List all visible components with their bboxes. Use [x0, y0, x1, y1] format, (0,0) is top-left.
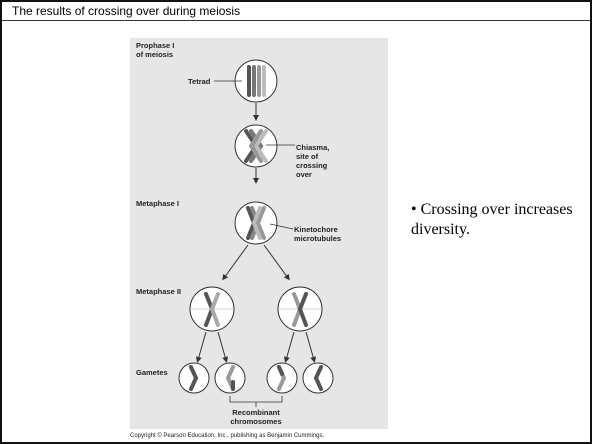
label-chiasma-4: over	[296, 170, 312, 179]
label-chiasma-3: crossing	[296, 161, 328, 170]
metaphase1-chromosomes	[246, 206, 266, 240]
bullet-text: Crossing over increases diversity.	[411, 201, 573, 238]
bullet-point: • Crossing over increases diversity.	[411, 200, 581, 240]
meiosis-diagram: Prophase I of meiosis Tetrad	[136, 41, 341, 426]
label-prophase-1: Prophase I	[136, 41, 174, 50]
arrow-metaphase1-to-left	[222, 244, 249, 281]
label-chiasma-1: Chiasma,	[296, 143, 329, 152]
label-tetrad: Tetrad	[188, 77, 211, 86]
arrow-to-gamete-1	[195, 331, 207, 363]
chiasma-chromosomes	[244, 129, 268, 163]
gamete-2	[214, 362, 246, 394]
bullet-marker: •	[411, 201, 417, 218]
label-kinetochore-1: Kinetochore	[294, 225, 338, 234]
arrow-to-gamete-4	[305, 331, 317, 363]
label-gametes: Gametes	[136, 368, 168, 377]
copyright-notice: Copyright © Pearson Education, Inc., pub…	[130, 433, 325, 439]
metaphase2-left-chromosome	[204, 292, 220, 327]
label-recombinant-2: chromosomes	[230, 417, 281, 426]
label-chiasma-2: site of	[296, 152, 319, 161]
meiosis-figure: Prophase I of meiosis Tetrad	[130, 38, 388, 429]
label-metaphase-2: Metaphase II	[136, 287, 181, 296]
recombinant-bracket	[229, 396, 283, 403]
gamete-1	[178, 362, 210, 394]
tetrad-chromosomes	[247, 65, 266, 97]
slide-title: The results of crossing over during meio…	[12, 4, 241, 18]
arrow-metaphase1-to-right	[263, 244, 290, 281]
title-divider	[2, 20, 590, 21]
label-prophase-2: of meiosis	[136, 50, 173, 59]
label-metaphase-1: Metaphase I	[136, 199, 179, 208]
arrow-to-gamete-3	[283, 331, 295, 363]
arrow-to-gamete-2	[217, 331, 229, 363]
label-recombinant-1: Recombinant	[232, 408, 280, 417]
metaphase2-right-chromosome	[292, 292, 308, 327]
gamete-3	[266, 362, 298, 394]
gamete-4	[302, 362, 334, 394]
label-kinetochore-2: microtubules	[294, 234, 341, 243]
kinetochore-pointer	[269, 223, 294, 230]
